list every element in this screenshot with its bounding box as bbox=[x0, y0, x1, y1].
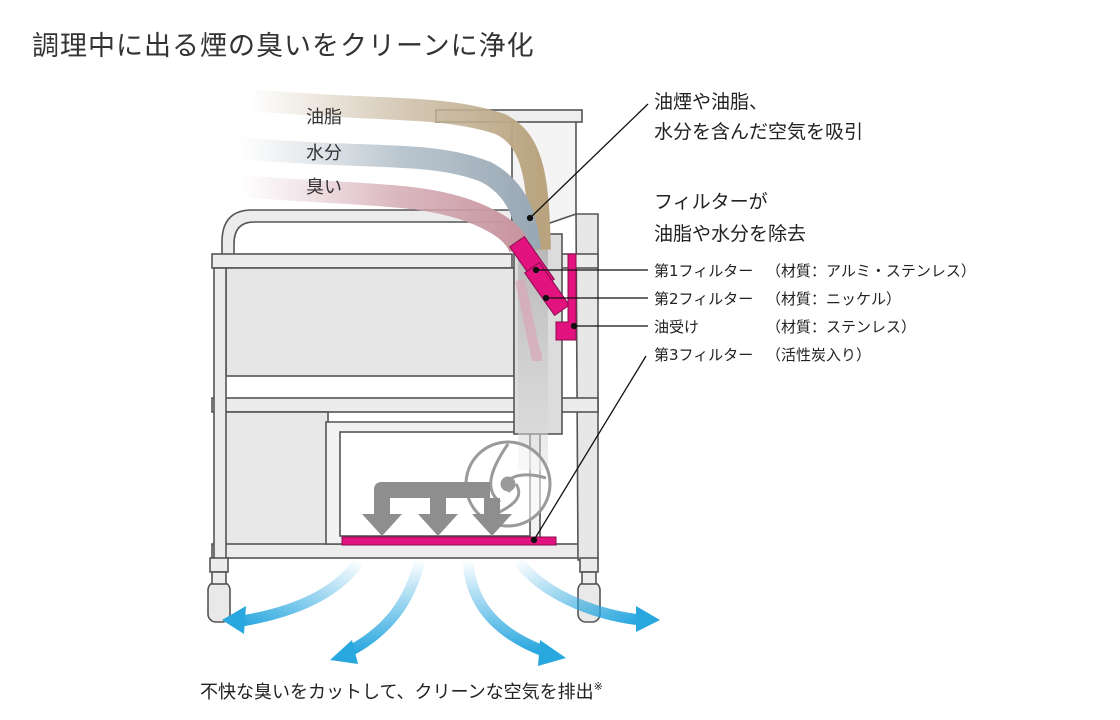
left-post bbox=[213, 267, 227, 569]
outflow-left-stream bbox=[235, 556, 365, 628]
outflow-center-left-arrowhead bbox=[330, 640, 358, 664]
water-flow-band bbox=[238, 137, 541, 252]
third-filter bbox=[341, 536, 557, 546]
flow-label-odor: 臭い bbox=[306, 177, 342, 198]
clean-air-outflow bbox=[235, 556, 641, 658]
filter-1-material: （材質：アルミ・ステンレス） bbox=[766, 262, 976, 280]
outflow-right-stream bbox=[513, 556, 641, 626]
oil-tray bbox=[555, 253, 577, 341]
filter-3-material: （活性炭入り） bbox=[766, 346, 871, 364]
third-filter-leader bbox=[533, 355, 647, 541]
filter-callout-line1: フィルターが bbox=[654, 191, 768, 213]
outflow-right-arrowhead bbox=[636, 606, 660, 632]
upper-panel bbox=[225, 267, 515, 377]
oil-tray-material: （材質：ステンレス） bbox=[766, 318, 916, 336]
outflow-center-right-stream bbox=[462, 559, 548, 658]
footer-note-mark: ※ bbox=[594, 680, 603, 693]
filter-2-name: 第2フィルター bbox=[654, 290, 753, 308]
top-rail bbox=[211, 253, 513, 269]
outflow-arrowheads bbox=[222, 606, 660, 666]
intake-leader-dot bbox=[526, 214, 534, 222]
downflow-tint bbox=[515, 278, 542, 361]
outflow-left-arrowhead bbox=[222, 606, 246, 634]
middle-rail bbox=[211, 397, 529, 413]
down-arrow-3 bbox=[472, 498, 512, 536]
filter-1-name: 第1フィルター bbox=[654, 262, 753, 280]
intake-leader bbox=[529, 103, 649, 219]
filter-callout-line2: 油脂や水分を除去 bbox=[654, 223, 806, 245]
footer-text: 不快な臭いをカットして、クリーンな空気を排出 bbox=[200, 682, 594, 703]
left-lower-panel bbox=[223, 411, 329, 547]
second-filter-leader-dot bbox=[542, 294, 550, 302]
down-arrow-2 bbox=[418, 498, 458, 536]
footer-caption: 不快な臭いをカットして、クリーンな空気を排出※ bbox=[200, 680, 603, 703]
outflow-center-right-arrowhead bbox=[538, 640, 566, 666]
incoming-air-flows bbox=[238, 89, 551, 253]
filtered-air-arrows bbox=[362, 482, 512, 536]
oil-tray-name: 油受け bbox=[654, 318, 699, 336]
front-left-wheel bbox=[207, 557, 231, 623]
first-filter-leader-dot bbox=[532, 266, 540, 274]
oil-tray-leader-dot bbox=[570, 322, 578, 330]
outflow-center-left-stream bbox=[345, 558, 426, 657]
third-filter-leader-dot bbox=[530, 536, 538, 544]
bottom-shelf bbox=[211, 543, 597, 559]
intake-callout-line1: 油煙や油脂、 bbox=[654, 91, 768, 113]
oil-flow-band bbox=[248, 89, 551, 251]
filter-2-material: （材質：ニッケル） bbox=[766, 290, 901, 308]
page-title: 調理中に出る煙の臭いをクリーンに浄化 bbox=[32, 31, 535, 62]
second-filter bbox=[524, 261, 570, 317]
intake-callout-line2: 水分を含んだ空気を吸引 bbox=[654, 121, 863, 143]
flow-label-oil: 油脂 bbox=[306, 107, 342, 128]
flow-label-water: 水分 bbox=[306, 143, 342, 164]
down-arrow-1 bbox=[362, 482, 490, 536]
internal-air-path bbox=[515, 250, 548, 470]
leader-lines bbox=[526, 103, 649, 544]
filter-3-name: 第3フィルター bbox=[654, 346, 753, 364]
filter-assembly bbox=[341, 235, 577, 546]
odor-flow-band bbox=[239, 175, 531, 253]
